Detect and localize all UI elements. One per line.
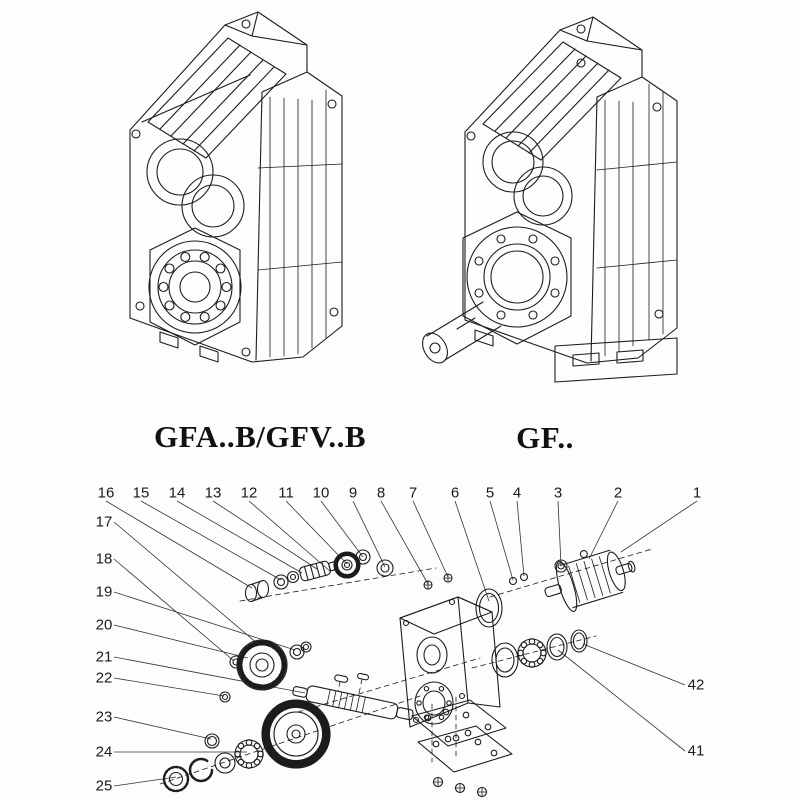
callout-6: 6: [450, 484, 460, 502]
leader-lines: [105, 500, 698, 787]
output-flange: [462, 211, 572, 345]
mounting-feet: [159, 331, 219, 363]
spacer-18: [229, 655, 243, 669]
output-bearing: [234, 739, 264, 769]
housing-outline: [129, 11, 343, 363]
lifting-eye-hole: [241, 19, 251, 29]
output-bearing: [148, 227, 242, 346]
cooling-fins: [147, 37, 287, 159]
callout-4: 4: [512, 484, 522, 502]
output-rings: [491, 629, 588, 678]
callout-22: 22: [95, 669, 113, 687]
side-ribs: [596, 83, 678, 357]
input-bores: [146, 138, 245, 238]
input-bores: [482, 131, 573, 226]
callout-19: 19: [95, 583, 113, 601]
model-label-gfab: GFA..B/GFV..B: [153, 419, 367, 454]
washer-10: [355, 549, 371, 565]
cover-screws: [432, 776, 488, 798]
gear-housing: [399, 596, 501, 728]
callout-11: 11: [278, 484, 294, 502]
cooling-fins: [482, 41, 622, 161]
housing-outline: [464, 16, 678, 364]
washer-9: [376, 559, 394, 577]
input-sleeve: [244, 579, 270, 603]
bolt-8: [423, 580, 433, 590]
bushing-3: [554, 559, 568, 573]
callout-20: 20: [95, 616, 113, 634]
lifting-eye-hole: [576, 24, 586, 34]
callout-3: 3: [553, 484, 563, 502]
bottom-gasket: [411, 699, 507, 747]
callout-42: 42: [687, 676, 705, 694]
callout-24: 24: [95, 743, 113, 761]
mid-washers: [289, 641, 312, 660]
stub-22: [219, 691, 231, 703]
callout-8: 8: [376, 484, 386, 502]
input-gear: [333, 551, 361, 579]
callout-12: 12: [240, 484, 258, 502]
bottom-cover: [417, 725, 513, 773]
callout-18: 18: [95, 550, 113, 568]
callout-17: 17: [95, 513, 113, 531]
output-gear: [261, 699, 331, 769]
callout-16: 16: [97, 484, 115, 502]
callout-1: 1: [692, 484, 702, 502]
side-ribs: [257, 89, 343, 358]
washer-24: [214, 752, 236, 774]
callout-13: 13: [204, 484, 222, 502]
callout-21: 21: [95, 648, 113, 666]
housing-bolts: [131, 99, 339, 357]
output-shaft: [422, 301, 502, 364]
intermediate-gear: [236, 639, 288, 691]
lock-washer: [162, 765, 190, 793]
callout-41: 41: [687, 742, 705, 760]
gearbox-drawing-gfab: [129, 11, 343, 363]
model-label-gf: GF..: [516, 420, 574, 455]
input-washers: [273, 570, 300, 590]
mounting-base: [474, 329, 678, 383]
callout-9: 9: [348, 484, 358, 502]
callout-25: 25: [95, 777, 113, 795]
input-gasket-ring: [475, 588, 503, 628]
housing-bolts: [466, 58, 664, 319]
exploded-diagram: [105, 500, 698, 798]
flange-bolts: [508, 572, 529, 586]
bolt-7: [443, 573, 453, 583]
callout-10: 10: [312, 484, 330, 502]
callout-5: 5: [485, 484, 495, 502]
motor-unit: [544, 549, 636, 613]
callout-23: 23: [95, 708, 113, 726]
ring-23: [204, 733, 220, 749]
callout-14: 14: [168, 484, 186, 502]
gearbox-drawing-gf: [422, 16, 678, 383]
callout-7: 7: [408, 484, 418, 502]
snap-ring: [188, 757, 214, 783]
callout-15: 15: [132, 484, 150, 502]
pinion-shaft: [292, 672, 414, 721]
callout-2: 2: [613, 484, 623, 502]
